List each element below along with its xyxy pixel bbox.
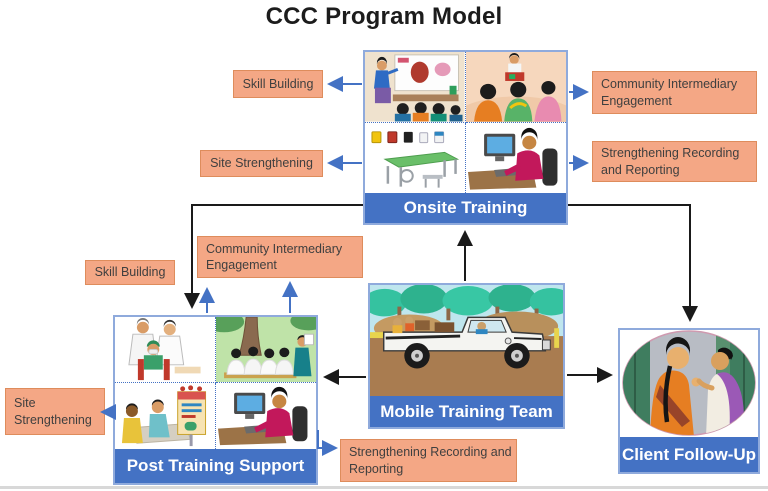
- onsite-training-caption: Onsite Training: [365, 193, 566, 223]
- onsite-site-strengthening-label: Site Strengthening: [200, 150, 323, 177]
- onsite-community-intermediary-label: Community Intermediary Engagement: [592, 71, 757, 114]
- client-follow-up-block: Client Follow-Up: [618, 328, 760, 474]
- onsite-community-session-illustration: [465, 52, 566, 123]
- onsite-skill-building-label: Skill Building: [233, 70, 323, 98]
- arrow-onsite-to-client: [568, 204, 698, 322]
- post-counseling-illustration: [115, 383, 216, 449]
- post-outreach-group-illustration: [215, 317, 316, 383]
- client-follow-up-illustration: [620, 330, 758, 437]
- mobile-training-team-block: Mobile Training Team: [368, 283, 565, 429]
- post-skill-building-label: Skill Building: [85, 260, 175, 285]
- onsite-recording-reporting-label: Strengthening Recording and Reporting: [592, 141, 757, 182]
- post-recording-reporting-label: Strengthening Recording and Reporting: [340, 439, 517, 482]
- mobile-training-team-caption: Mobile Training Team: [370, 396, 563, 427]
- post-site-strengthening-label: Site Strengthening: [5, 388, 105, 435]
- post-community-intermediary-label: Community Intermediary Engagement: [197, 236, 363, 278]
- post-training-support-caption: Post Training Support: [115, 449, 316, 483]
- post-training-support-block: Post Training Support: [113, 315, 318, 485]
- post-data-entry-illustration: [215, 383, 316, 449]
- onsite-classroom-illustration: [365, 52, 466, 123]
- post-clinical-mentoring-illustration: [115, 317, 216, 383]
- arrow-post-recording-reporting: [317, 430, 338, 456]
- slide-bottom-edge: [0, 486, 768, 489]
- client-follow-up-caption: Client Follow-Up: [620, 437, 758, 472]
- post-photo-grid: [115, 317, 316, 449]
- page-title: CCC Program Model: [265, 3, 503, 30]
- onsite-training-block: Onsite Training: [363, 50, 568, 225]
- onsite-photo-grid: [365, 52, 566, 193]
- onsite-data-entry-illustration: [465, 122, 566, 193]
- mobile-truck-illustration: [370, 285, 563, 396]
- onsite-clinic-equipment-illustration: [365, 122, 466, 193]
